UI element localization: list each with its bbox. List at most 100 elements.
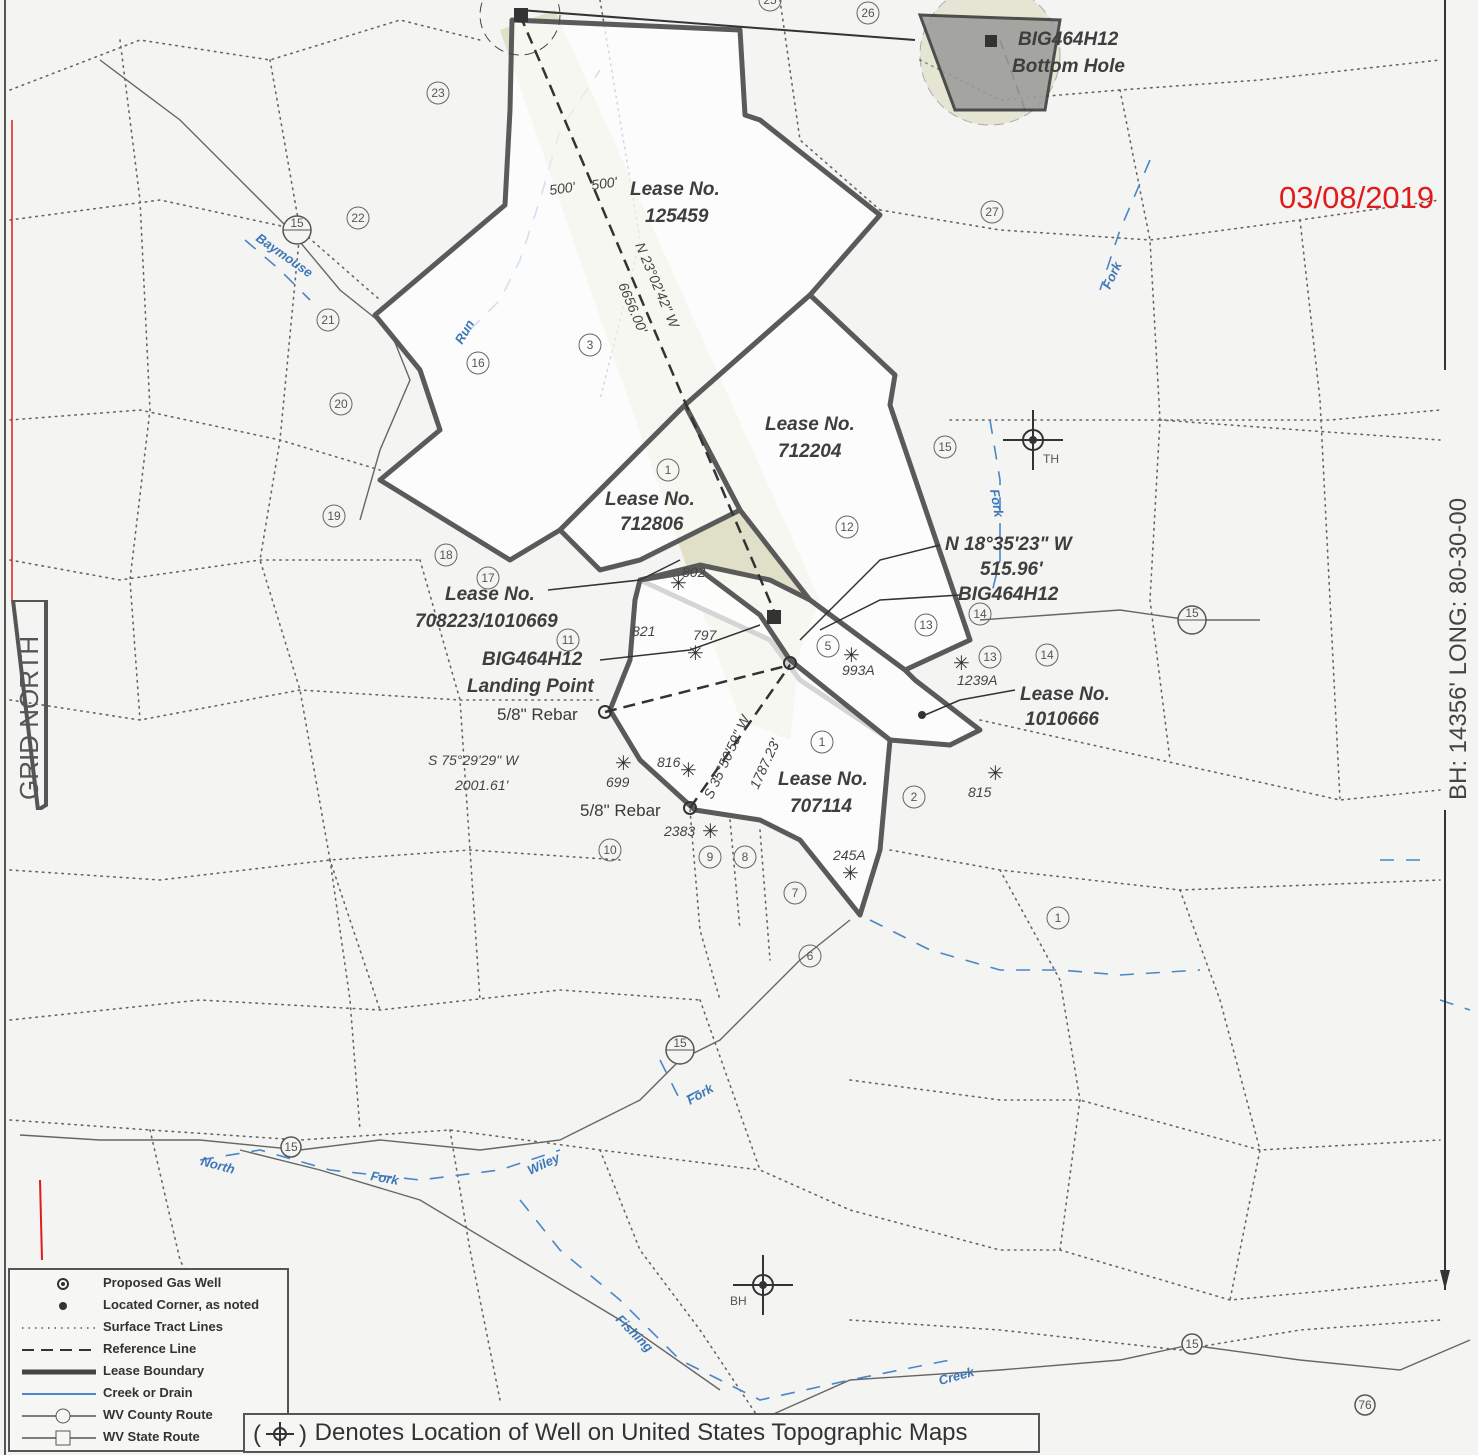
svg-text:712204: 712204 (778, 441, 842, 462)
grid-north-label: GRID NORTH (14, 636, 44, 800)
lease-boundary-icon (22, 1369, 96, 1375)
svg-text:Fork: Fork (369, 1168, 400, 1188)
county-roads (19, 59, 1471, 1421)
lease-labels: Lease No. 125459 Lease No. 712204 Lease … (415, 179, 1110, 817)
surface-tract-lines (9, 0, 1441, 1421)
topo-well-icon: ( ) (253, 1421, 307, 1448)
route-shields: 15 15 15 15 15 76 (280, 215, 1376, 1416)
lease-707114 (607, 567, 893, 918)
svg-text:Bottom Hole: Bottom Hole (1012, 56, 1125, 77)
svg-text:Lease No.: Lease No. (445, 584, 535, 605)
svg-text:1239A: 1239A (957, 672, 997, 688)
svg-text:20: 20 (334, 397, 348, 411)
right-coordinate-bar: BH: 14356' LONG: 80-30-00 (1440, 0, 1472, 1290)
svg-text:707114: 707114 (790, 796, 852, 817)
svg-text:5: 5 (825, 639, 832, 653)
svg-text:245A: 245A (832, 847, 866, 863)
svg-text:Landing Point: Landing Point (467, 676, 594, 697)
svg-text:815: 815 (968, 784, 992, 800)
svg-text:18: 18 (439, 548, 453, 562)
grid-north-arrow: GRID NORTH (10, 600, 48, 810)
svg-text:21: 21 (321, 313, 335, 327)
tract-numbers: 23 22 21 20 19 18 17 16 3 1 11 12 13 14 … (316, 0, 1070, 968)
svg-text:9: 9 (707, 850, 714, 864)
county-route-icon (22, 1408, 96, 1424)
svg-text:12: 12 (840, 520, 854, 534)
svg-text:): ) (299, 1421, 307, 1448)
svg-text:15: 15 (938, 440, 952, 454)
svg-text:13: 13 (983, 650, 997, 664)
svg-text:76: 76 (1358, 1398, 1372, 1412)
svg-text:Lease No.: Lease No. (1020, 684, 1110, 705)
svg-text:26: 26 (861, 6, 875, 20)
svg-text:15: 15 (1185, 606, 1199, 620)
svg-text:✳: ✳ (953, 653, 970, 675)
svg-text:BIG464H12: BIG464H12 (958, 584, 1059, 605)
svg-text:708223/1010669: 708223/1010669 (415, 611, 558, 632)
legend-row: Reference Line (10, 1340, 287, 1360)
svg-text:19: 19 (327, 509, 341, 523)
surface-tract-line-icon (22, 1327, 96, 1329)
bottom-hole-tract (917, 13, 1062, 112)
svg-text:2383: 2383 (663, 823, 695, 839)
legend: Proposed Gas Well Located Corner, as not… (8, 1268, 289, 1452)
th-topo-marker (1003, 410, 1063, 470)
svg-text:2001.61': 2001.61' (454, 777, 510, 793)
svg-text:Lease No.: Lease No. (778, 769, 868, 790)
svg-text:993A: 993A (842, 662, 875, 678)
located-corner-icon (59, 1302, 67, 1310)
svg-text:17: 17 (481, 571, 495, 585)
svg-text:✳: ✳ (842, 863, 859, 885)
svg-text:Fork: Fork (987, 488, 1007, 519)
surface-well-marker (514, 8, 528, 22)
svg-text:BH: BH (730, 1294, 747, 1308)
leader-lines (547, 544, 1016, 716)
svg-text:1010666: 1010666 (1025, 709, 1099, 730)
date-stamp: 03/08/2019 (1279, 180, 1435, 215)
svg-text:16: 16 (471, 356, 485, 370)
bh-topo-marker (733, 1255, 793, 1315)
svg-text:14: 14 (973, 607, 987, 621)
topo-note-text: Denotes Location of Well on United State… (314, 1419, 968, 1446)
monument-labels: 5/8" Rebar 5/8" Rebar (497, 705, 661, 820)
located-corner-icon (918, 711, 926, 719)
svg-text:10: 10 (603, 843, 617, 857)
svg-text:23: 23 (431, 86, 445, 100)
svg-text:BIG464H12: BIG464H12 (482, 649, 583, 670)
svg-text:1: 1 (1055, 911, 1062, 925)
svg-text:✳: ✳ (615, 753, 632, 775)
well-labels: BIG464H12 Bottom Hole BIG464H12 Landing … (467, 29, 1125, 1308)
svg-text:✳: ✳ (843, 645, 860, 667)
lease-712806 (557, 402, 743, 573)
reference-line-icon (22, 1349, 96, 1351)
svg-text:5/8" Rebar: 5/8" Rebar (497, 705, 578, 724)
svg-text:699: 699 (606, 774, 630, 790)
coordinate-label: BH: 14356' LONG: 80-30-00 (1445, 498, 1472, 800)
svg-text:Lease No.: Lease No. (765, 414, 855, 435)
lease-125459 (372, 17, 883, 563)
svg-text:7: 7 (792, 886, 799, 900)
creek-icon (22, 1393, 96, 1395)
svg-text:✳: ✳ (680, 760, 697, 782)
svg-text:15: 15 (284, 1140, 298, 1154)
svg-text:14: 14 (1040, 648, 1054, 662)
proposed-gas-well-icon (783, 656, 797, 670)
svg-text:15: 15 (673, 1036, 687, 1050)
rebar-icon-1 (598, 705, 612, 719)
svg-text:✳: ✳ (670, 573, 687, 595)
svg-text:3: 3 (587, 338, 594, 352)
svg-text:2: 2 (911, 790, 918, 804)
surface-well-radius (479, 0, 561, 56)
svg-text:15: 15 (1185, 1337, 1199, 1351)
svg-text:S 75°29'29" W: S 75°29'29" W (428, 752, 520, 768)
legend-row: Creek or Drain (10, 1384, 287, 1404)
legend-row: Surface Tract Lines (10, 1318, 287, 1338)
svg-text:Lease No.: Lease No. (605, 489, 695, 510)
rebar-tie-line (604, 663, 791, 714)
topo-note: ( ) Denotes Location of Well on United S… (243, 1413, 1040, 1453)
legend-row: Proposed Gas Well (10, 1274, 287, 1294)
bottom-hole-marker (985, 35, 997, 47)
svg-text:25: 25 (763, 0, 777, 7)
proposed-gas-well-icon (57, 1278, 69, 1290)
